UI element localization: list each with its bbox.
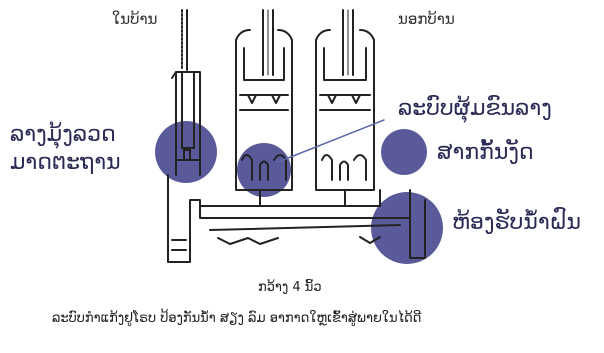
screen-rail-profile	[171, 71, 201, 176]
rail-label-line1: ລາງມຸ້ງລວດ	[10, 122, 116, 147]
rail-label-line2: ມາດຕະຖານ	[10, 150, 121, 175]
width-caption: ກວ້າງ 4 ນິ້ວ	[258, 280, 322, 295]
outside-label: ນອກບ້ານ	[398, 10, 455, 28]
description-caption: ລະບົບກຳແກ້ງຢູໂຣບ ປ້ອງກັນນ້ຳ ສຽງ ລົມ ອາກາ…	[52, 311, 422, 326]
drain-highlight-circle	[371, 192, 443, 264]
partition-label: ສາກກັ້ນງັດ	[437, 140, 534, 165]
rail-highlight-circle	[155, 121, 217, 183]
sash-profile-right	[315, 29, 375, 191]
bottom-frame	[167, 174, 426, 263]
inside-label: ໃນບ້ານ	[112, 10, 158, 28]
sealing-highlight-circle	[237, 143, 291, 197]
partition-highlight-circle	[381, 129, 427, 175]
sash-profile-left	[235, 29, 293, 191]
sealing-strip-pointer	[277, 119, 385, 163]
sealing-strip-label: ລະບົບຜຸ້ມຂົນລາງ	[398, 96, 552, 121]
glass-panes	[181, 9, 354, 76]
drain-chamber-label: ຫ້ອງຮັບນ້ຳຝົນ	[452, 210, 582, 235]
